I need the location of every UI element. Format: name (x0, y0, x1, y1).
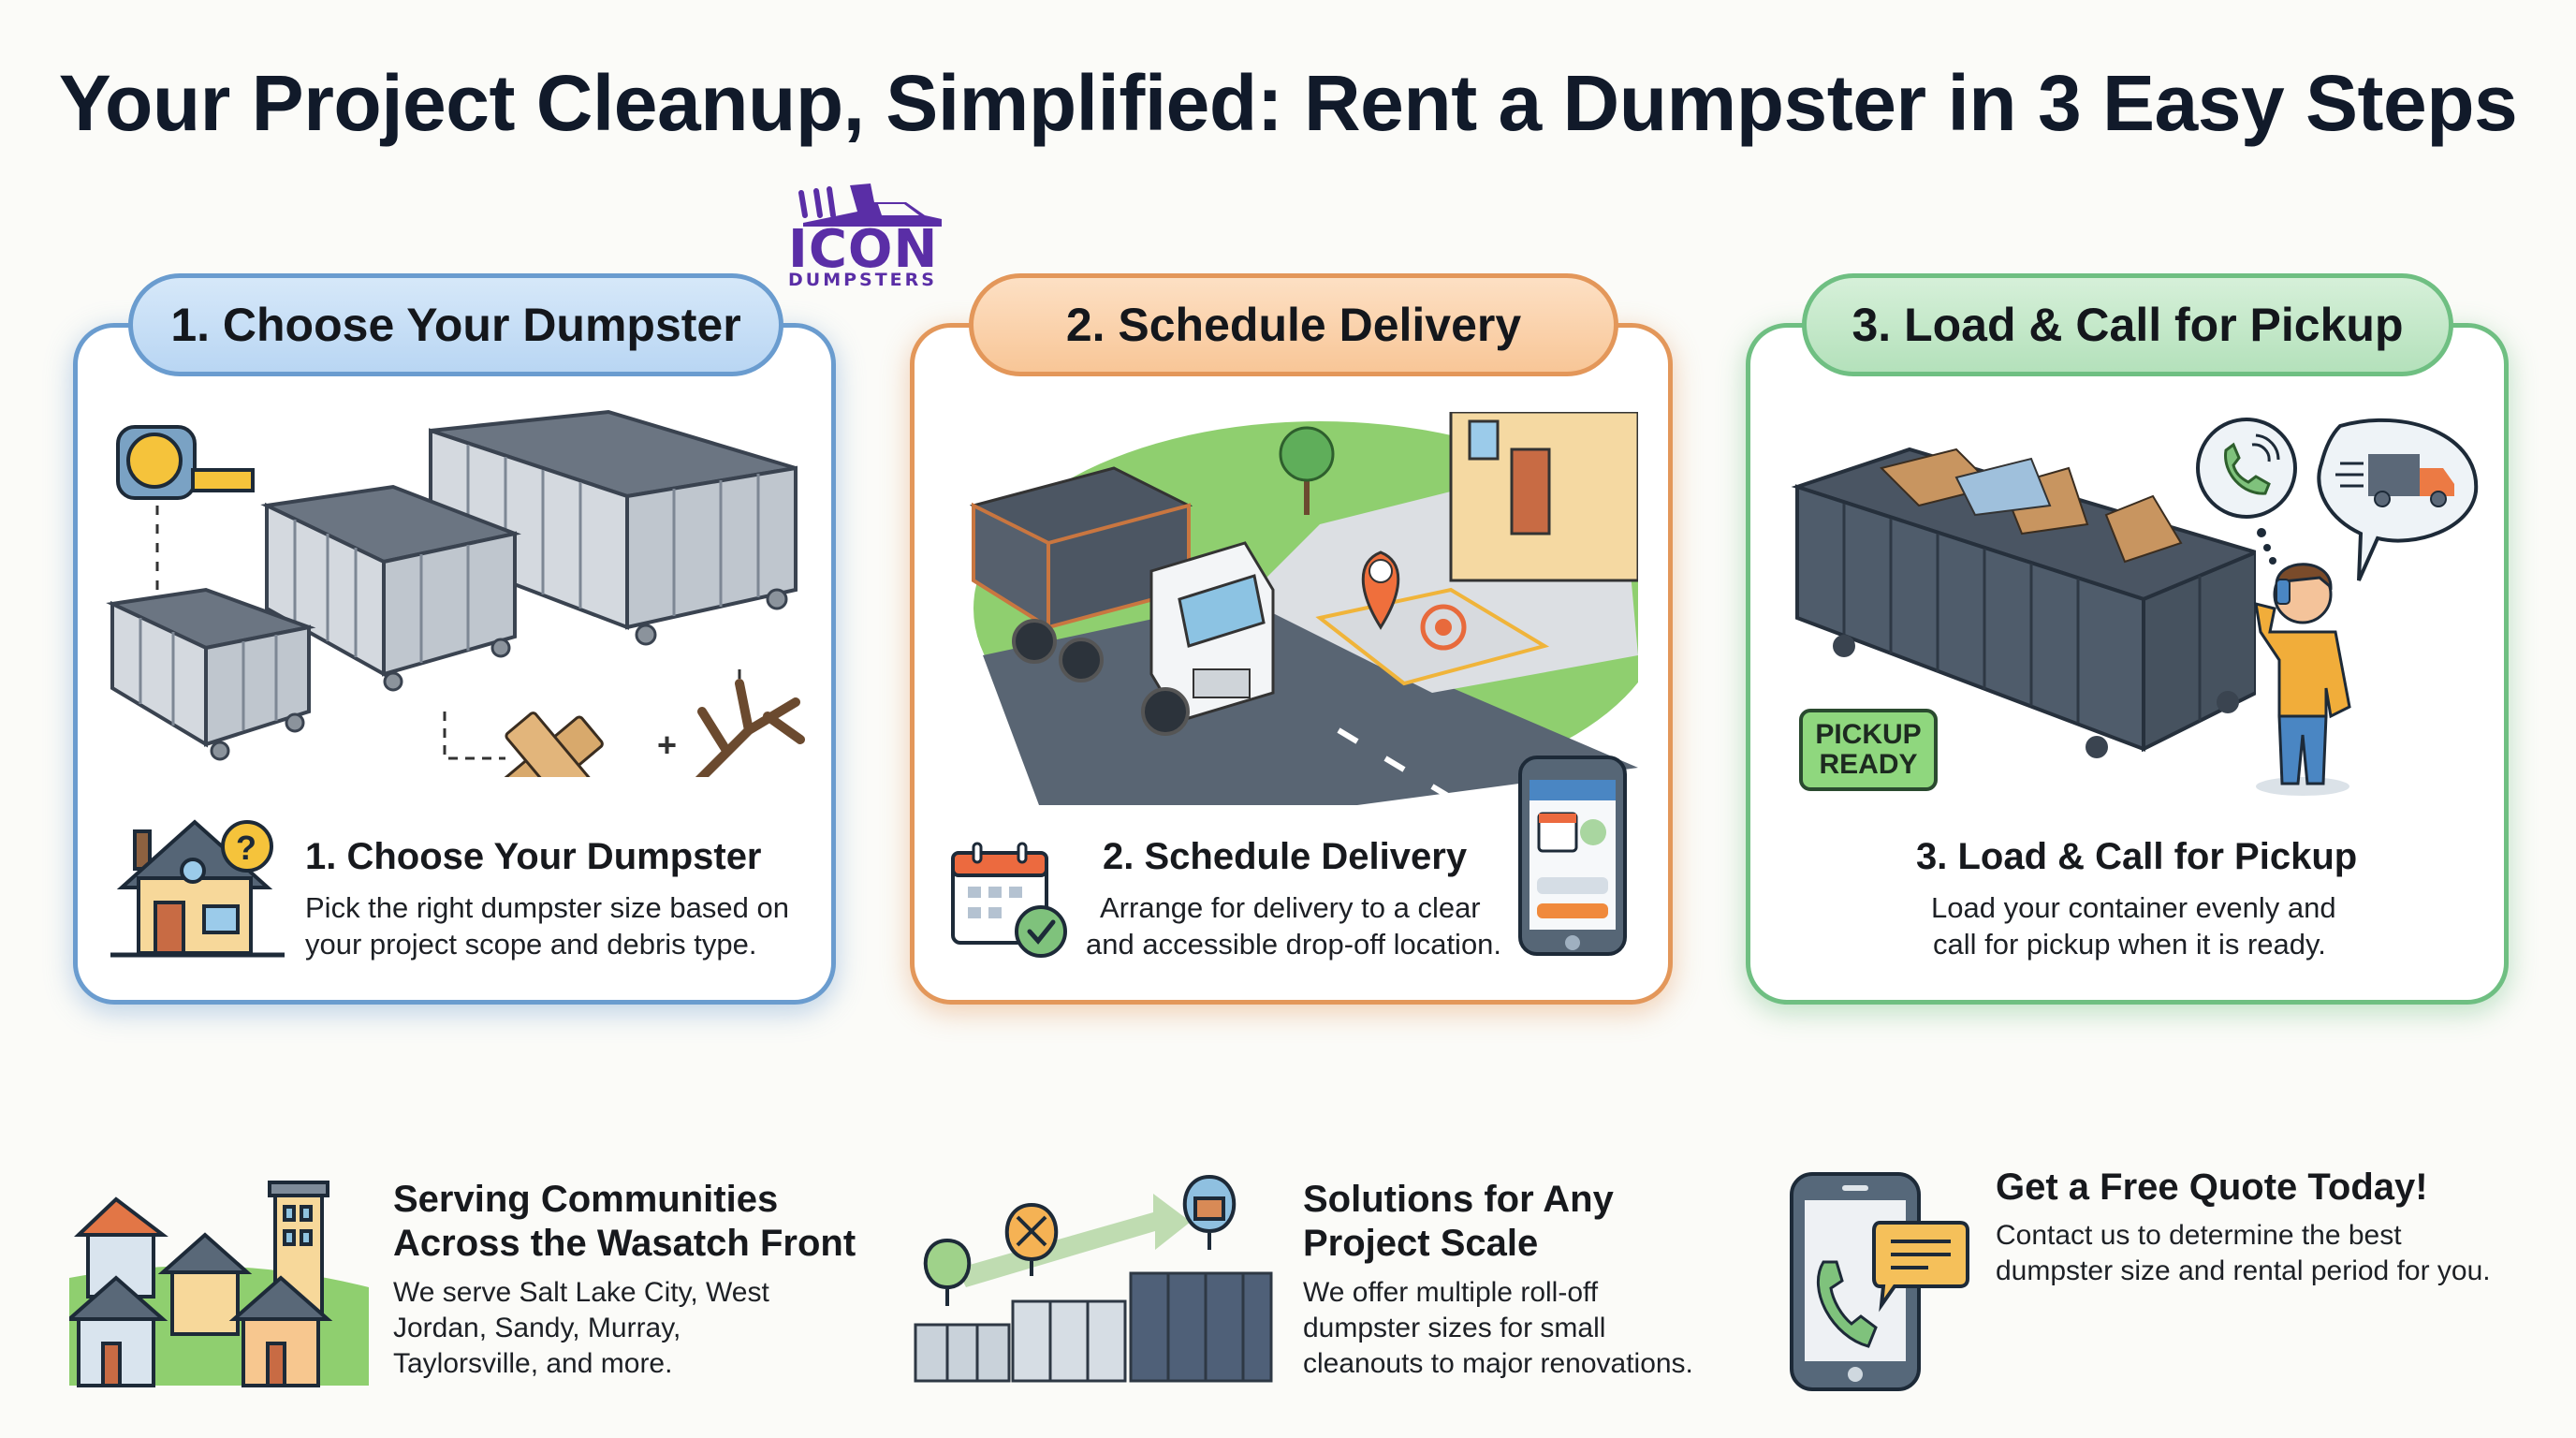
bottom-item-body: We offer multiple roll-off dumpster size… (1303, 1275, 1693, 1382)
pickup-badge-line: READY (1819, 749, 1918, 780)
step-heading: 1. Choose Your Dumpster (305, 836, 762, 877)
bottom-item-body-line: cleanouts to major renovations. (1303, 1348, 1693, 1379)
truck-logo-icon (798, 183, 942, 227)
step-pill-load-call-pickup: 3. Load & Call for Pickup (1802, 273, 2453, 376)
truck-bubble-icon (2317, 418, 2479, 581)
page-title: Your Project Cleanup, Simplified: Rent a… (58, 59, 2518, 147)
delivery-scene-illustration (969, 412, 1638, 805)
bottom-item-title: Solutions for Any Project Scale (1303, 1178, 1614, 1266)
dumpster-large-icon (429, 409, 798, 646)
step-pill-schedule-delivery: 2. Schedule Delivery (969, 273, 1618, 376)
step-description-line: call for pickup when it is ready. (1933, 928, 2326, 961)
svg-text:?: ? (236, 829, 256, 867)
person-on-phone-icon (2254, 563, 2351, 796)
tree-icon (1279, 426, 1335, 515)
step-description-line: Arrange for delivery to a clear (1100, 891, 1481, 924)
step-description-line: Load your container evenly and (1931, 891, 2336, 924)
calendar-check-icon (951, 842, 1067, 958)
phone-app-icon (1518, 756, 1627, 956)
dumpster-small-icon (106, 587, 316, 761)
bottom-item-body-line: dumpster sizes for small (1303, 1313, 1606, 1343)
bottom-item-title-line: Project Scale (1303, 1223, 1539, 1264)
phone-chat-icon (1790, 1172, 1969, 1391)
logo-brand-text: ICON (788, 219, 939, 280)
step-heading: 3. Load & Call for Pickup (1916, 836, 2358, 877)
logo-subtitle-text: DUMPSTERS (788, 270, 937, 290)
svg-text:+: + (657, 726, 677, 764)
bottom-item-title: Get a Free Quote Today! (1996, 1167, 2428, 1208)
pickup-badge-line: PICKUP (1815, 719, 1922, 750)
icon-dumpsters-logo: ICON DUMPSTERS (784, 174, 962, 290)
roll-off-truck-icon (969, 466, 1275, 736)
full-dumpster-icon (1791, 447, 2256, 758)
communities-houses-icon (69, 1181, 369, 1387)
project-scale-icon (914, 1174, 1273, 1383)
step-pill-choose-dumpster: 1. Choose Your Dumpster (128, 273, 783, 376)
bottom-item-body: We serve Salt Lake City, West Jordan, Sa… (393, 1275, 769, 1382)
target-icon (1420, 604, 1467, 651)
step-description-line: and accessible drop-off location. (1086, 928, 1502, 961)
step-description-line: your project scope and debris type. (305, 928, 757, 961)
bottom-item-title-line: Solutions for Any (1303, 1179, 1614, 1220)
full-dumpster-illustration (1791, 447, 2256, 758)
bottom-item-body-line: We offer multiple roll-off (1303, 1277, 1599, 1308)
phone-call-bubble-icon (2196, 418, 2297, 565)
location-pin-icon (1361, 550, 1400, 630)
bottom-item-body-line: Contact us to determine the best (1996, 1220, 2402, 1251)
dumpster-medium-icon (260, 484, 521, 692)
dumpster-sizes-illustration: + (106, 409, 805, 777)
step-heading: 2. Schedule Delivery (1103, 836, 1468, 877)
bottom-item-title: Serving Communities Across the Wasatch F… (393, 1178, 856, 1266)
bottom-item-body-line: Jordan, Sandy, Murray, (393, 1313, 681, 1343)
bottom-item-body: Contact us to determine the best dumpste… (1996, 1218, 2491, 1289)
bottom-item-body-line: dumpster size and rental period for you. (1996, 1255, 2491, 1286)
person-on-phone-illustration (2196, 418, 2479, 796)
bottom-item-title-line: Across the Wasatch Front (393, 1223, 856, 1264)
bottom-item-body-line: Taylorsville, and more. (393, 1348, 673, 1379)
tape-measure-icon (116, 425, 255, 590)
bottom-item-title-line: Serving Communities (393, 1179, 779, 1220)
branch-icon (695, 679, 805, 777)
bottom-item-body-line: We serve Salt Lake City, West (393, 1277, 769, 1308)
pickup-ready-badge: PICKUP READY (1799, 709, 1938, 791)
step-description-line: Pick the right dumpster size based on (305, 891, 789, 924)
house-question-icon: ? (110, 819, 285, 958)
wood-debris-icon (501, 712, 604, 777)
